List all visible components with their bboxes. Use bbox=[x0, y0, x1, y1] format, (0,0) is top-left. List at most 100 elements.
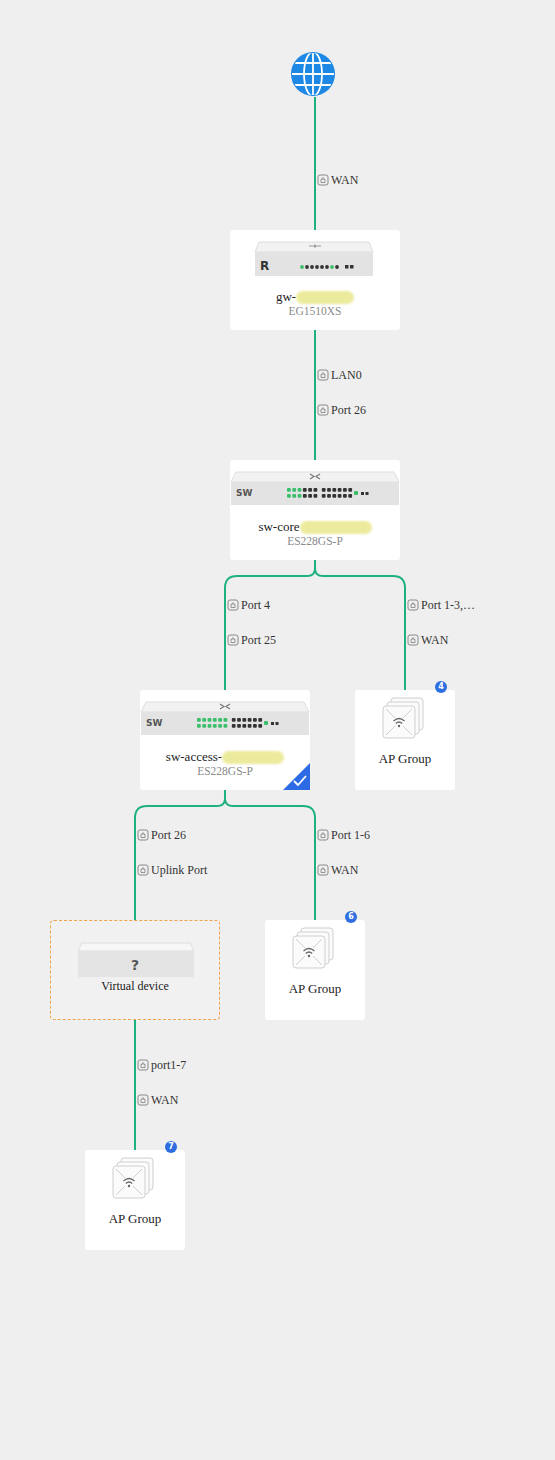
port-icon-frame bbox=[318, 405, 328, 415]
port-icon bbox=[138, 865, 148, 875]
port-led bbox=[322, 494, 326, 498]
device-name: sw-core bbox=[258, 519, 299, 535]
port-led bbox=[287, 488, 291, 492]
port-icon-frame bbox=[318, 865, 328, 875]
switch-box: SWsw-access-ES228GS-P bbox=[140, 690, 310, 790]
port-icon bbox=[318, 405, 328, 415]
port-label: Port 26 bbox=[151, 827, 186, 843]
port-icon bbox=[408, 600, 418, 610]
port-label: WAN bbox=[331, 862, 358, 878]
globe-parallel bbox=[291, 62, 335, 64]
ap-group-box: 4AP Group bbox=[355, 690, 455, 790]
globe-equator bbox=[289, 73, 337, 75]
device-type-letter: SW bbox=[236, 487, 252, 499]
port-led bbox=[213, 724, 217, 728]
port-led bbox=[242, 724, 246, 728]
port-icon-frame bbox=[138, 865, 148, 875]
ap-tile bbox=[383, 706, 415, 738]
count-badge: 7 bbox=[165, 1141, 177, 1153]
port-icon-jack bbox=[141, 1098, 145, 1103]
port-led bbox=[322, 488, 326, 492]
device-icon bbox=[355, 690, 455, 790]
port-led bbox=[332, 488, 336, 492]
port-led bbox=[338, 488, 342, 492]
port-led bbox=[258, 718, 262, 722]
device-type-letter: SW bbox=[146, 717, 162, 729]
device-front bbox=[255, 252, 373, 276]
port-led bbox=[320, 265, 324, 269]
port-led bbox=[218, 718, 222, 722]
port-icon bbox=[228, 600, 238, 610]
device-icon bbox=[85, 1150, 185, 1250]
port-icon-jack bbox=[321, 833, 325, 838]
port-label: LAN0 bbox=[331, 367, 362, 383]
port-icon-jack bbox=[411, 603, 415, 608]
port-led bbox=[253, 718, 257, 722]
ap-lines bbox=[296, 939, 322, 965]
group-name: AP Group bbox=[355, 751, 455, 767]
port-led bbox=[224, 724, 228, 728]
port-led bbox=[332, 494, 336, 498]
port-icon-frame bbox=[318, 370, 328, 380]
ap-tile bbox=[293, 936, 325, 968]
port-led bbox=[197, 718, 201, 722]
device-top bbox=[78, 943, 194, 951]
port-led bbox=[237, 718, 241, 722]
port-label: Port 25 bbox=[241, 632, 276, 648]
port-led bbox=[354, 491, 358, 495]
port-label: Uplink Port bbox=[151, 862, 207, 878]
port-label: port1-7 bbox=[151, 1057, 186, 1073]
port-led bbox=[237, 724, 241, 728]
device-top bbox=[141, 702, 309, 712]
switch-box: SWsw-coreES228GS-P bbox=[230, 460, 400, 560]
port-led bbox=[232, 724, 236, 728]
port-led bbox=[224, 718, 228, 722]
globe-parallel bbox=[291, 84, 335, 86]
virtual-device-box: ?Virtual device bbox=[50, 920, 220, 1020]
port-led bbox=[314, 488, 318, 492]
ap-lines bbox=[116, 1169, 142, 1195]
device-front bbox=[231, 482, 399, 505]
port-led bbox=[330, 265, 334, 269]
port-icon-frame bbox=[408, 600, 418, 610]
port-icon-frame bbox=[138, 1060, 148, 1070]
port-icon-jack bbox=[321, 408, 325, 413]
port-icon-frame bbox=[228, 600, 238, 610]
redaction-mark bbox=[296, 291, 354, 304]
port-led bbox=[325, 265, 329, 269]
port-label: Port 4 bbox=[241, 597, 270, 613]
network-link bbox=[135, 790, 225, 920]
port-icon-jack bbox=[321, 178, 325, 183]
port-led bbox=[197, 724, 201, 728]
port-icon bbox=[228, 635, 238, 645]
port-label: WAN bbox=[421, 632, 448, 648]
ap-group-box: 6AP Group bbox=[265, 920, 365, 1020]
port-icon bbox=[318, 175, 328, 185]
port-icon bbox=[318, 370, 328, 380]
sfp-port bbox=[345, 265, 349, 269]
port-icon bbox=[138, 1095, 148, 1105]
network-link bbox=[315, 560, 405, 690]
port-led bbox=[308, 494, 312, 498]
name-row: sw-access- bbox=[140, 748, 310, 766]
device-front bbox=[141, 712, 309, 735]
ap-tile bbox=[113, 1166, 145, 1198]
device-name: sw-access- bbox=[166, 749, 222, 765]
port-led bbox=[343, 488, 347, 492]
port-icon-frame bbox=[318, 830, 328, 840]
switch-logo bbox=[220, 704, 230, 709]
port-icon-frame bbox=[138, 830, 148, 840]
name-row: sw-core bbox=[230, 518, 400, 536]
port-icon-jack bbox=[141, 1063, 145, 1068]
network-link bbox=[225, 790, 315, 920]
port-led bbox=[338, 494, 342, 498]
port-led bbox=[348, 488, 352, 492]
wifi-symbol bbox=[128, 1185, 130, 1187]
port-led bbox=[343, 494, 347, 498]
selected-corner bbox=[283, 763, 310, 790]
port-led bbox=[308, 488, 312, 492]
device-logo bbox=[313, 244, 316, 247]
port-led bbox=[232, 718, 236, 722]
count-badge: 4 bbox=[435, 681, 447, 693]
port-led bbox=[292, 494, 296, 498]
